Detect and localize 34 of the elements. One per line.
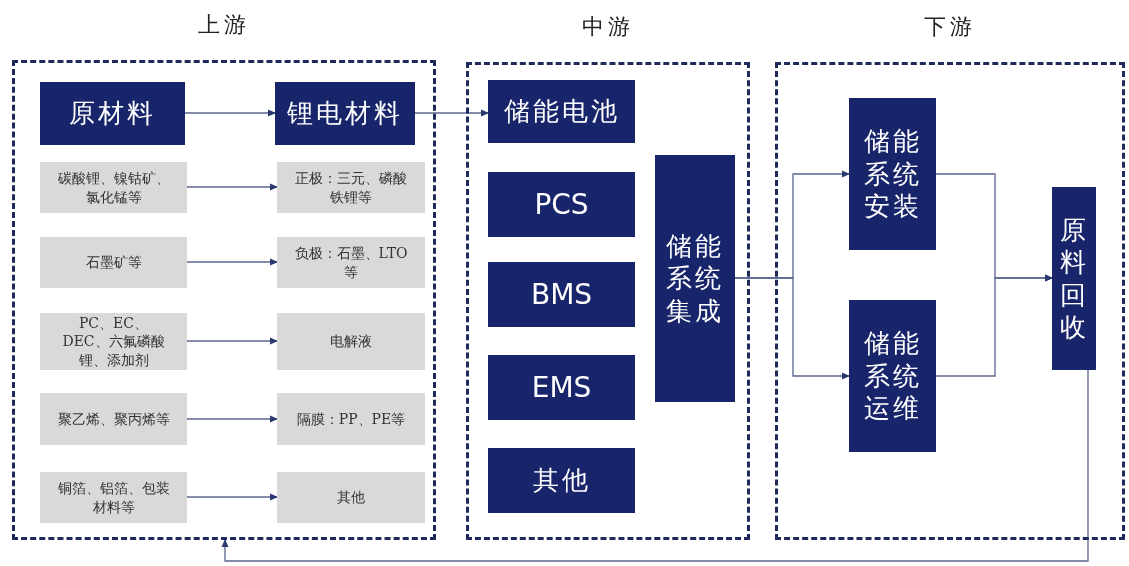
section-heading: 上游 bbox=[197, 11, 251, 39]
process-box: PCS bbox=[488, 172, 635, 237]
process-box: BMS bbox=[488, 262, 635, 327]
material-box: 其他 bbox=[277, 472, 425, 523]
section-heading: 下游 bbox=[923, 13, 977, 41]
arrow bbox=[734, 277, 850, 380]
material-box: 聚乙烯、聚丙烯等 bbox=[40, 393, 187, 445]
process-box: 原料回收 bbox=[1052, 187, 1096, 370]
material-box: 铜箔、铝箔、包装材料等 bbox=[40, 472, 187, 523]
arrow bbox=[935, 274, 1053, 377]
arrow bbox=[186, 493, 278, 501]
process-box: 原材料 bbox=[40, 82, 185, 145]
process-box: EMS bbox=[488, 355, 635, 420]
process-box: 储能电池 bbox=[488, 80, 635, 143]
process-box: 储能系统运维 bbox=[849, 300, 936, 452]
material-box: 正极：三元、磷酸铁锂等 bbox=[277, 162, 425, 213]
arrow bbox=[186, 337, 278, 345]
arrow bbox=[186, 415, 278, 423]
arrow bbox=[221, 369, 1089, 562]
material-box: PC、EC、DEC、六氟磷酸锂、添加剂 bbox=[40, 313, 187, 370]
material-box: 负极：石墨、LTO等 bbox=[277, 237, 425, 288]
arrow bbox=[186, 183, 278, 191]
arrow bbox=[186, 258, 278, 266]
process-box: 其他 bbox=[488, 448, 635, 513]
process-box: 锂电材料 bbox=[275, 82, 415, 145]
section-heading: 中游 bbox=[581, 13, 635, 41]
process-box: 储能系统安装 bbox=[849, 98, 936, 250]
material-box: 电解液 bbox=[277, 313, 425, 370]
material-box: 隔膜：PP、PE等 bbox=[277, 393, 425, 445]
process-box: 储能系统集成 bbox=[655, 155, 735, 402]
arrow bbox=[184, 109, 276, 117]
material-box: 碳酸锂、镍钴矿、氯化锰等 bbox=[40, 162, 187, 213]
material-box: 石墨矿等 bbox=[40, 237, 187, 288]
arrow bbox=[414, 109, 489, 117]
